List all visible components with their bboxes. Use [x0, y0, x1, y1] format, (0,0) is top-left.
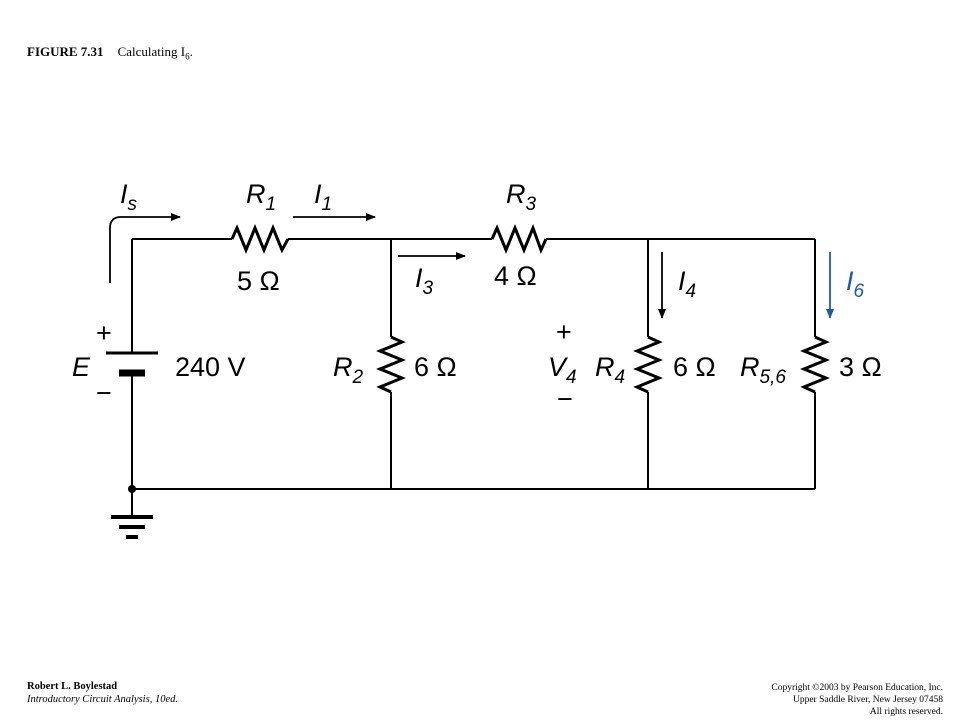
footer-left: Robert L. Boylestad Introductory Circuit… [27, 680, 178, 706]
figure-caption: FIGURE 7.31 Calculating I6. [27, 44, 193, 62]
battery-source [106, 351, 158, 377]
resistor-r4 [633, 335, 663, 394]
figure-number: FIGURE 7.31 [27, 44, 104, 59]
value-r56: 3 Ω [839, 352, 882, 382]
source-minus: − [96, 378, 112, 408]
v4-minus: − [557, 384, 573, 414]
label-i4: I4 [678, 266, 696, 302]
copyright-line-2: Upper Saddle River, New Jersey 07458 [792, 695, 943, 705]
resistor-r2 [376, 335, 406, 394]
label-r3: R3 [506, 179, 537, 215]
figure-title: Calculating I6. [117, 44, 193, 62]
footer-author: Robert L. Boylestad [27, 681, 118, 692]
label-is: Is [120, 179, 138, 215]
value-r3: 4 Ω [494, 261, 537, 291]
label-r2: R2 [333, 352, 364, 388]
label-i1: I1 [314, 179, 332, 215]
label-r1: R1 [246, 179, 276, 215]
ground-node-dot [128, 485, 136, 493]
circuit-labels: Is R1 5 Ω I1 R3 4 Ω I3 + E − 240 V R2 6 … [72, 179, 882, 414]
footer-book: Introductory Circuit Analysis, 10ed. [27, 694, 178, 705]
value-r2: 6 Ω [414, 352, 457, 382]
resistor-r56 [800, 335, 830, 394]
copyright-line-3: All rights reserved. [869, 707, 943, 717]
arrow-is [109, 213, 181, 283]
label-i6: I6 [846, 266, 865, 302]
v4-plus: + [556, 317, 572, 347]
label-r56: R5,6 [740, 352, 786, 388]
resistors [230, 223, 830, 394]
footer-copyright: Copyright ©2003 by Pearson Education, In… [771, 682, 943, 718]
wires [131, 238, 816, 517]
value-source: 240 V [175, 352, 246, 382]
current-arrows [109, 213, 834, 319]
label-v4: V4 [548, 352, 577, 388]
label-e: E [72, 352, 91, 382]
value-r4: 6 Ω [673, 352, 716, 382]
resistor-r3 [490, 223, 548, 254]
ground-symbol [111, 515, 153, 539]
copyright-line-1: Copyright ©2003 by Pearson Education, In… [771, 683, 943, 693]
resistor-r1 [230, 224, 290, 254]
value-r1: 5 Ω [237, 266, 280, 296]
source-plus: + [96, 318, 112, 348]
label-r4: R4 [595, 352, 625, 388]
label-i3: I3 [415, 263, 434, 299]
